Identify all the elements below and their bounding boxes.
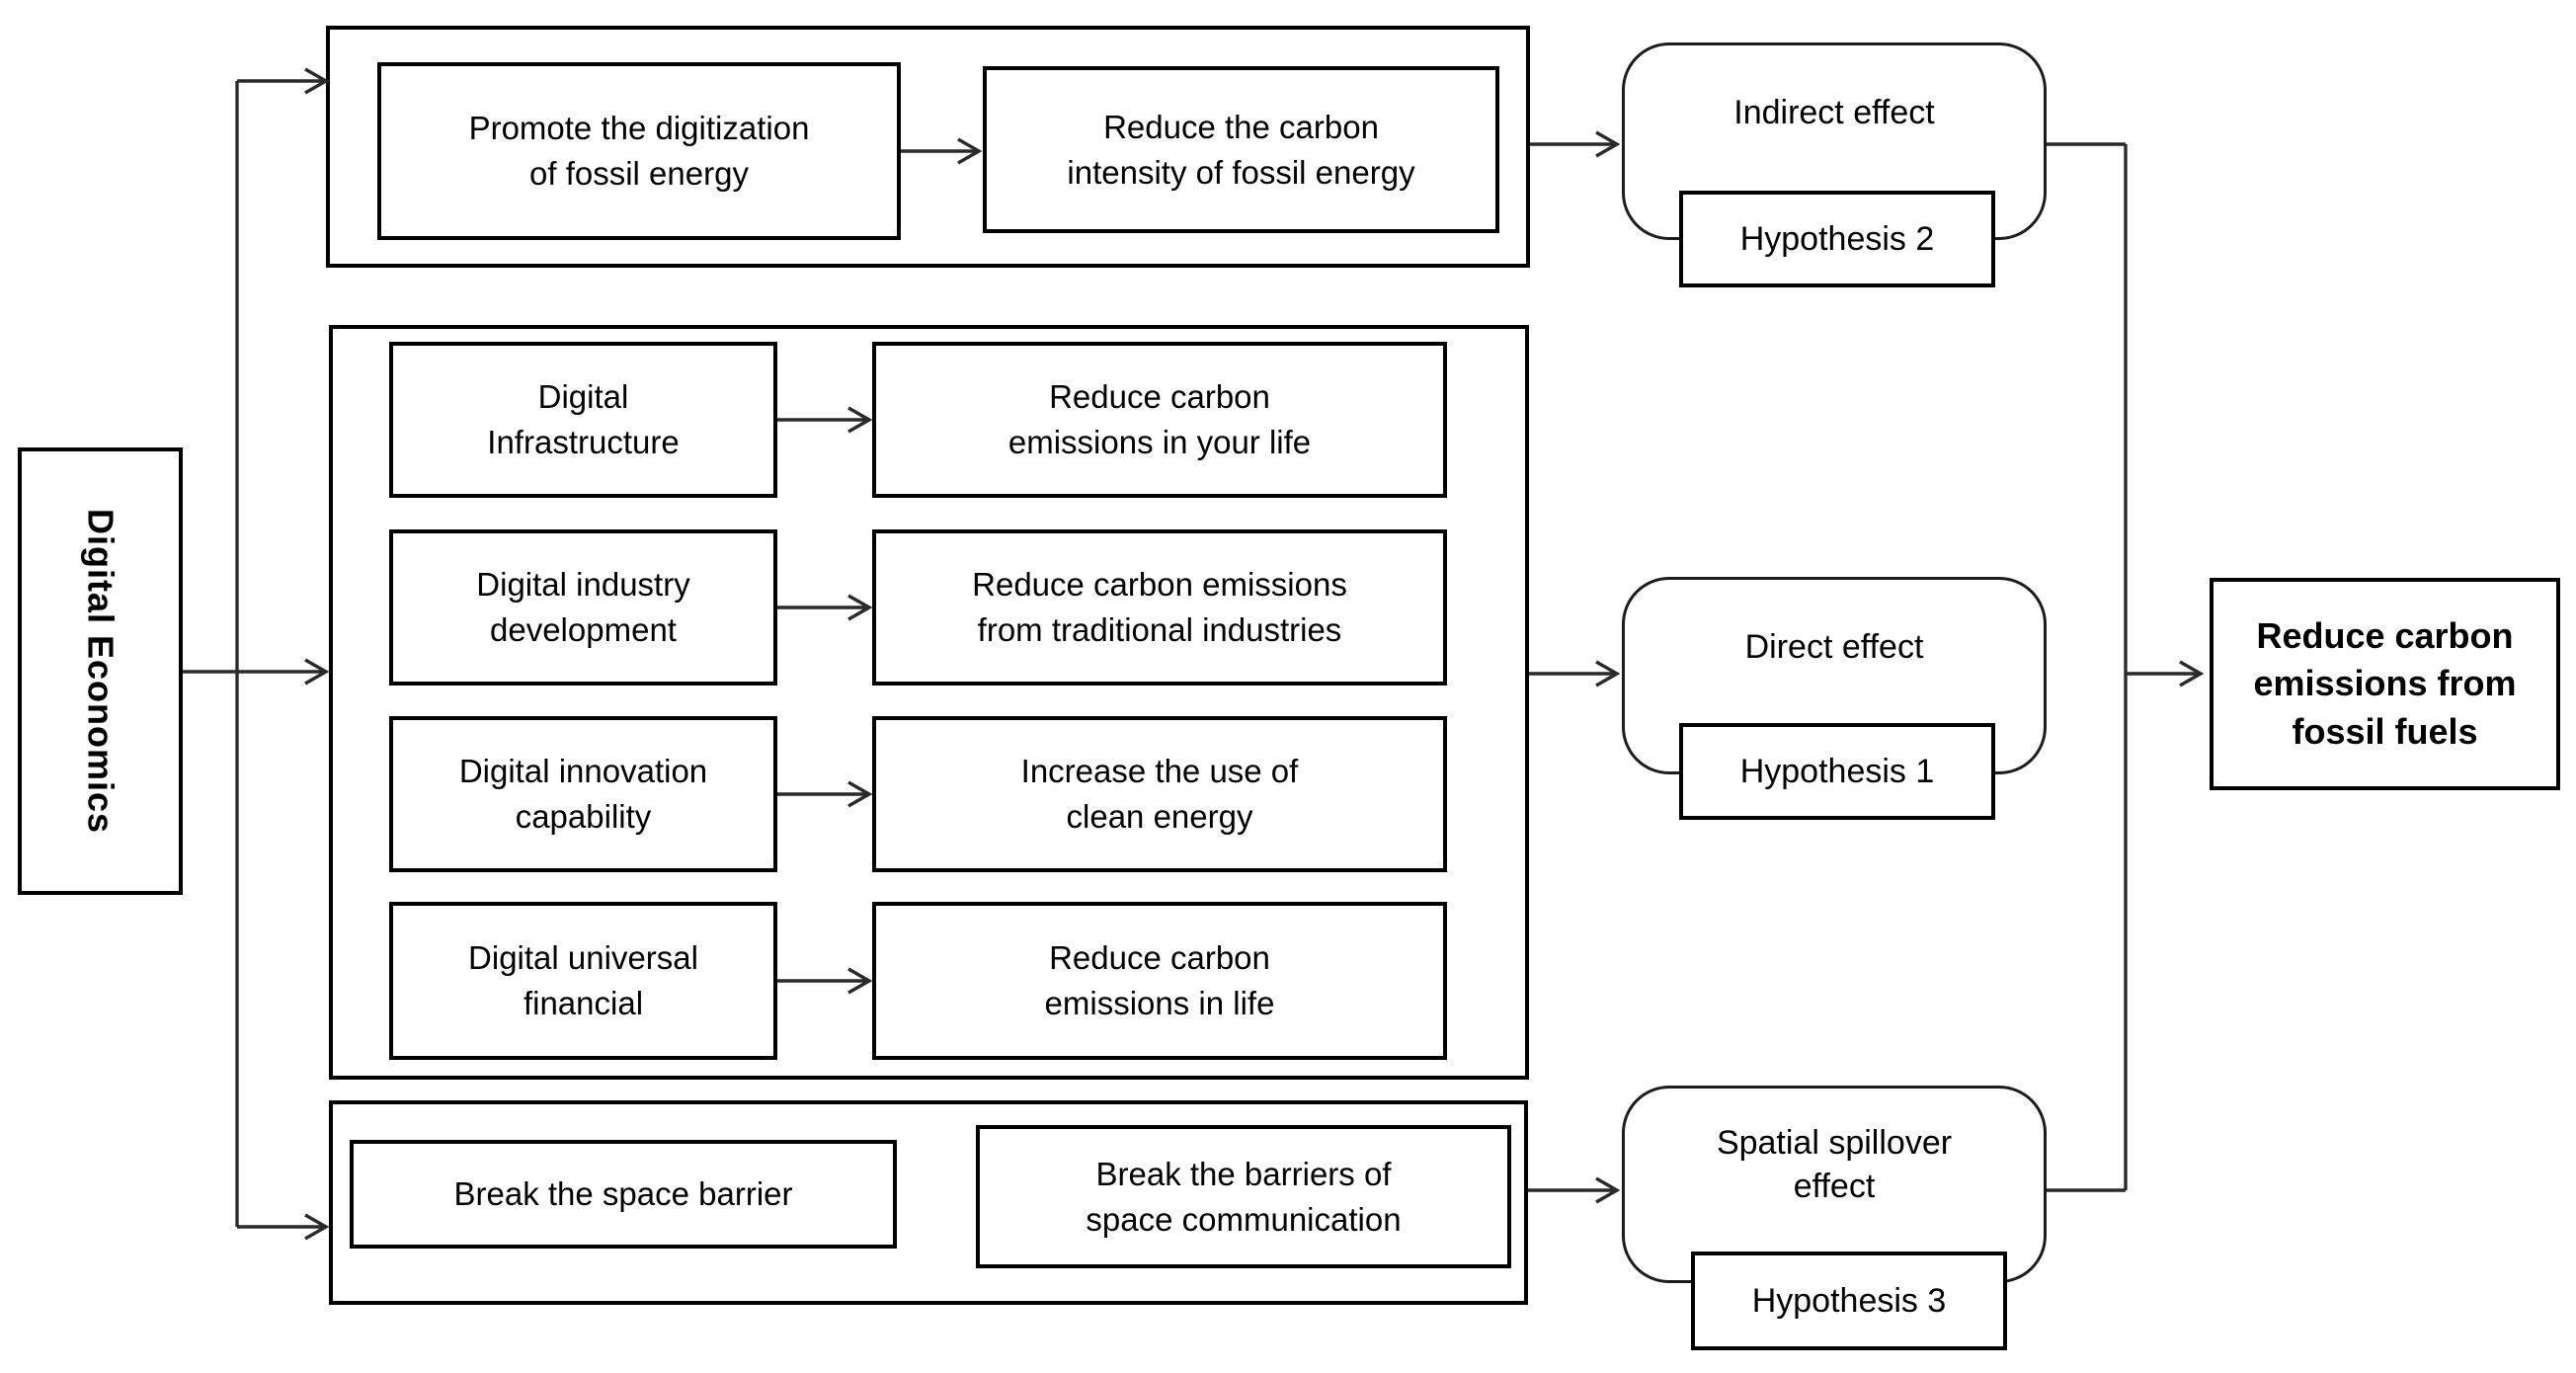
node-break-barriers-space-communication: Break the barriers of space communicatio… (976, 1125, 1511, 1268)
node-digital-economics: Digital Economics (18, 447, 183, 895)
node-reduce-emissions-traditional: Reduce carbon emissions from traditional… (872, 529, 1447, 686)
direct-effect-label: Direct effect (1744, 627, 1924, 666)
spatial-spillover-label: Spatial spillover effect (1716, 1123, 1953, 1205)
node-reduce-carbon-intensity: Reduce the carbon intensity of fossil en… (983, 66, 1499, 233)
node-break-space-barrier: Break the space barrier (350, 1140, 897, 1249)
indirect-effect-label: Indirect effect (1733, 93, 1935, 131)
node-hypothesis-3: Hypothesis 3 (1691, 1252, 2007, 1350)
node-digital-universal-financial: Digital universal financial (389, 902, 777, 1060)
node-promote-digitization: Promote the digitization of fossil energ… (377, 62, 901, 240)
node-hypothesis-1: Hypothesis 1 (1679, 723, 1995, 820)
node-reduce-emissions-in-life: Reduce carbon emissions in life (872, 902, 1447, 1060)
node-hypothesis-2: Hypothesis 2 (1679, 191, 1995, 287)
digital-economics-label: Digital Economics (80, 508, 121, 835)
node-digital-innovation-capability: Digital innovation capability (389, 716, 777, 872)
group-direct-pathway (329, 325, 1529, 1080)
node-reduce-emissions-fossil-fuels: Reduce carbon emissions from fossil fuel… (2210, 578, 2560, 790)
group-spillover-pathway (329, 1100, 1528, 1305)
node-spatial-spillover-effect: Spatial spillover effect (1622, 1086, 2047, 1283)
node-digital-infrastructure: Digital Infrastructure (389, 342, 777, 498)
node-increase-use-clean-energy: Increase the use of clean energy (872, 716, 1447, 872)
group-indirect-pathway (326, 26, 1530, 268)
node-digital-industry-development: Digital industry development (389, 529, 777, 686)
node-reduce-emissions-your-life: Reduce carbon emissions in your life (872, 342, 1447, 498)
